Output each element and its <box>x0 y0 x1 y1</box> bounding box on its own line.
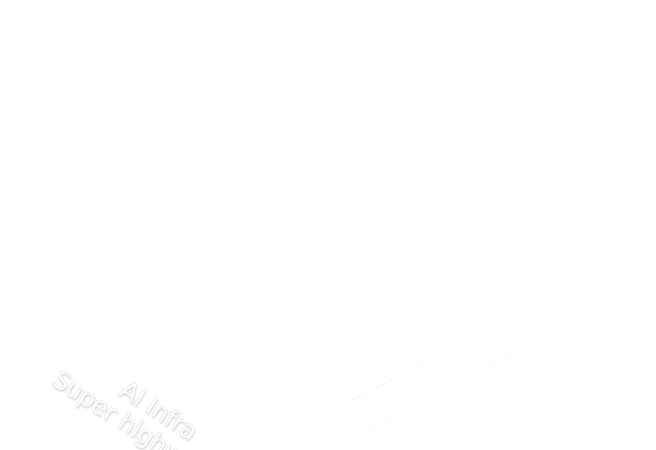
faint-text-line-b: ········ <box>360 405 405 442</box>
faint-text-line-a: ···· ····· ·· ····· <box>348 346 443 409</box>
headline: AI Infra Super highway <box>48 342 229 450</box>
faint-text-line-c: ········ <box>476 342 521 379</box>
